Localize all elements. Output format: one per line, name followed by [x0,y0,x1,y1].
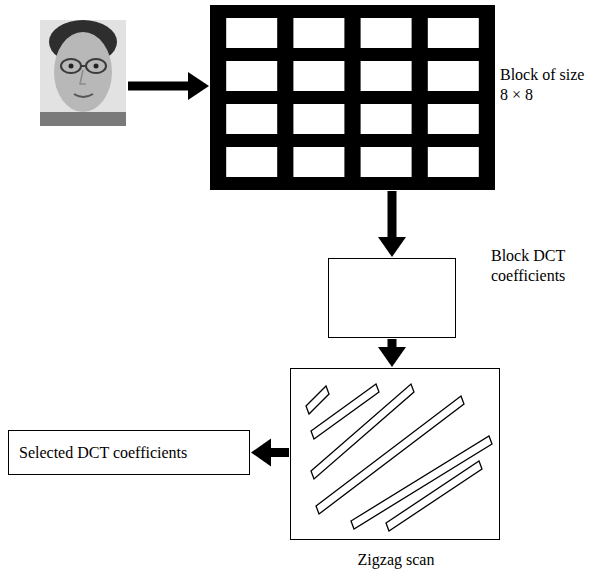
flow-arrow [251,439,289,467]
arrow-head [378,237,406,257]
grid-cell [293,147,344,177]
arrow-shaft [269,448,289,457]
node-label: Block of size 8 × 8 [500,65,592,105]
arrow-head [378,347,406,367]
grid-cell [361,18,412,48]
grid-cell [226,18,277,48]
arrow-shaft [388,191,397,239]
shoulders [40,112,126,126]
grid-cell [361,104,412,134]
flow-arrow [378,191,406,257]
glasses [61,59,81,73]
grid-cell [361,61,412,91]
grid-cell [293,61,344,91]
node-label: Block DCT coefficients [491,246,583,286]
mouth [74,94,93,97]
zigzag-stripe [386,461,482,531]
face [54,32,112,112]
grid-cell [428,61,479,91]
input-arrow [128,72,209,100]
grid-cell [226,61,277,91]
grid-cell [428,18,479,48]
face-photo [40,20,126,126]
grid-cell [293,18,344,48]
process-box: Selected DCT coefficients [8,430,250,475]
zigzag-stripe [311,384,414,479]
zigzag-pattern [291,369,499,539]
grid-cell [226,104,277,134]
flow-arrow [378,339,406,367]
node-label: Zigzag scan [291,550,501,570]
arrow-shaft [128,82,190,91]
node-label: Selected DCT coefficients [19,443,187,463]
grid-cell [428,104,479,134]
block-grid [210,5,495,190]
photo-ground [40,20,126,126]
image-grid: Block of size 8 × 8 [210,5,495,190]
grid-cell [428,147,479,177]
grid-cell [293,104,344,134]
zigzag-stripe [306,386,329,414]
process-box: Block DCT coefficients [328,258,456,338]
nose [80,70,86,84]
grid-cell [361,147,412,177]
arrow-head [188,72,209,100]
zigzag-stripe [351,436,492,529]
glasses [86,59,106,73]
grid-cell [226,147,277,177]
eye [94,64,99,69]
eye [69,64,74,69]
zigzag-box: Zigzag scan [290,368,500,540]
arrow-head [251,439,271,467]
glasses-bridge [81,65,86,67]
